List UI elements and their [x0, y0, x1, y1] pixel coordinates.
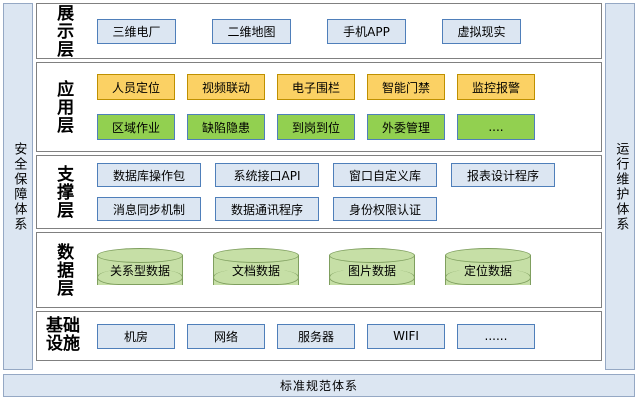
cylinder-relational-data[interactable]: 关系型数据 [97, 248, 183, 292]
layer-application-row-1: 人员定位 视频联动 电子围栏 智能门禁 监控报警 [97, 72, 593, 102]
node-system-interface-api[interactable]: 系统接口API [215, 163, 319, 187]
node-monitoring-alarm[interactable]: 监控报警 [457, 74, 535, 100]
right-band-label: 运行维护体系 [613, 141, 629, 232]
node-virtual-reality[interactable]: 虚拟现实 [442, 18, 521, 44]
node-identity-permission-auth[interactable]: 身份权限认证 [333, 197, 437, 221]
layer-application: 应用层 人员定位 视频联动 电子围栏 智能门禁 监控报警 区域作业 缺陷隐患 到… [36, 62, 602, 152]
layer-application-label-cell: 应用层 [37, 63, 89, 151]
layer-stack: 展示层 三维电厂 二维地图 手机APP 虚拟现实 应用层 人员定位 视频联动 [36, 3, 602, 370]
cylinder-positioning-data[interactable]: 定位数据 [445, 248, 531, 292]
right-band-ops-maintenance-system: 运行维护体系 [605, 3, 635, 370]
layer-infrastructure-body: 机房 网络 服务器 WIFI ...... [89, 312, 601, 360]
node-window-custom-library[interactable]: 窗口自定义库 [333, 163, 437, 187]
layer-infrastructure-row: 机房 网络 服务器 WIFI ...... [97, 312, 593, 360]
node-outsourcing-management[interactable]: 外委管理 [367, 114, 445, 140]
layer-infrastructure-label: 基础设施 [46, 316, 80, 354]
node-report-design-program[interactable]: 报表设计程序 [451, 163, 555, 187]
layer-support-body: 数据库操作包 系统接口API 窗口自定义库 报表设计程序 消息同步机制 数据通讯… [89, 156, 601, 228]
node-database-operation-package[interactable]: 数据库操作包 [97, 163, 201, 187]
node-network[interactable]: 网络 [187, 323, 265, 349]
left-band-security-system: 安全保障体系 [3, 3, 33, 370]
cylinder-bottom [97, 270, 183, 285]
cylinder-image-data[interactable]: 图片数据 [329, 248, 415, 292]
node-message-sync-mechanism[interactable]: 消息同步机制 [97, 197, 201, 221]
node-area-operation[interactable]: 区域作业 [97, 114, 175, 140]
node-computer-room[interactable]: 机房 [97, 323, 175, 349]
layer-data-body: 关系型数据 文档数据 图片数据 [89, 233, 601, 307]
cylinder-label: 关系型数据 [109, 263, 170, 278]
cylinder-document-data[interactable]: 文档数据 [213, 248, 299, 292]
cylinder-top [97, 248, 183, 263]
layer-presentation-label: 展示层 [53, 4, 74, 58]
node-smart-access-control[interactable]: 智能门禁 [367, 74, 445, 100]
layer-support: 支撑层 数据库操作包 系统接口API 窗口自定义库 报表设计程序 消息同步机制 … [36, 155, 602, 229]
cylinder-label: 定位数据 [463, 263, 512, 278]
node-2d-map[interactable]: 二维地图 [212, 18, 291, 44]
layer-presentation-body: 三维电厂 二维地图 手机APP 虚拟现实 [89, 4, 601, 58]
node-wifi[interactable]: WIFI [367, 323, 445, 349]
cylinder-bottom [329, 270, 415, 285]
layer-presentation: 展示层 三维电厂 二维地图 手机APP 虚拟现实 [36, 3, 602, 59]
node-application-more[interactable]: .... [457, 114, 535, 140]
layer-support-label: 支撑层 [53, 165, 74, 219]
layer-application-body: 人员定位 视频联动 电子围栏 智能门禁 监控报警 区域作业 缺陷隐患 到岗到位 … [89, 63, 601, 151]
layer-data-row: 关系型数据 文档数据 图片数据 [97, 233, 593, 307]
node-infrastructure-more[interactable]: ...... [457, 323, 535, 349]
cylinder-label: 文档数据 [231, 263, 280, 278]
cylinder-bottom [445, 270, 531, 285]
layer-infrastructure: 基础设施 机房 网络 服务器 WIFI ...... [36, 311, 602, 361]
node-on-duty-in-place[interactable]: 到岗到位 [277, 114, 355, 140]
node-mobile-app[interactable]: 手机APP [327, 18, 406, 44]
node-data-communication-program[interactable]: 数据通讯程序 [215, 197, 319, 221]
layer-support-row-1: 数据库操作包 系统接口API 窗口自定义库 报表设计程序 [97, 162, 593, 188]
layer-support-label-cell: 支撑层 [37, 156, 89, 228]
layer-presentation-label-cell: 展示层 [37, 4, 89, 58]
layer-application-label: 应用层 [53, 80, 74, 134]
node-defect-hazard[interactable]: 缺陷隐患 [187, 114, 265, 140]
node-3d-power-plant[interactable]: 三维电厂 [97, 18, 176, 44]
node-personnel-positioning[interactable]: 人员定位 [97, 74, 175, 100]
layer-infrastructure-label-cell: 基础设施 [37, 312, 89, 360]
layer-data-label-cell: 数据层 [37, 233, 89, 307]
node-server[interactable]: 服务器 [277, 323, 355, 349]
layer-data: 数据层 关系型数据 文档数据 [36, 232, 602, 308]
cylinder-top [329, 248, 415, 263]
node-video-linkage[interactable]: 视频联动 [187, 74, 265, 100]
node-electronic-fence[interactable]: 电子围栏 [277, 74, 355, 100]
layer-support-row-2: 消息同步机制 数据通讯程序 身份权限认证 [97, 196, 593, 222]
bottom-band-label: 标准规范体系 [279, 379, 358, 393]
layer-data-label: 数据层 [53, 243, 74, 297]
cylinder-top [213, 248, 299, 263]
cylinder-label: 图片数据 [347, 263, 396, 278]
left-band-label: 安全保障体系 [11, 141, 27, 232]
bottom-band-standards-system: 标准规范体系 [3, 374, 635, 397]
cylinder-top [445, 248, 531, 263]
cylinder-bottom [213, 270, 299, 285]
layer-application-row-2: 区域作业 缺陷隐患 到岗到位 外委管理 .... [97, 112, 593, 142]
layer-presentation-row: 三维电厂 二维地图 手机APP 虚拟现实 [97, 4, 593, 58]
